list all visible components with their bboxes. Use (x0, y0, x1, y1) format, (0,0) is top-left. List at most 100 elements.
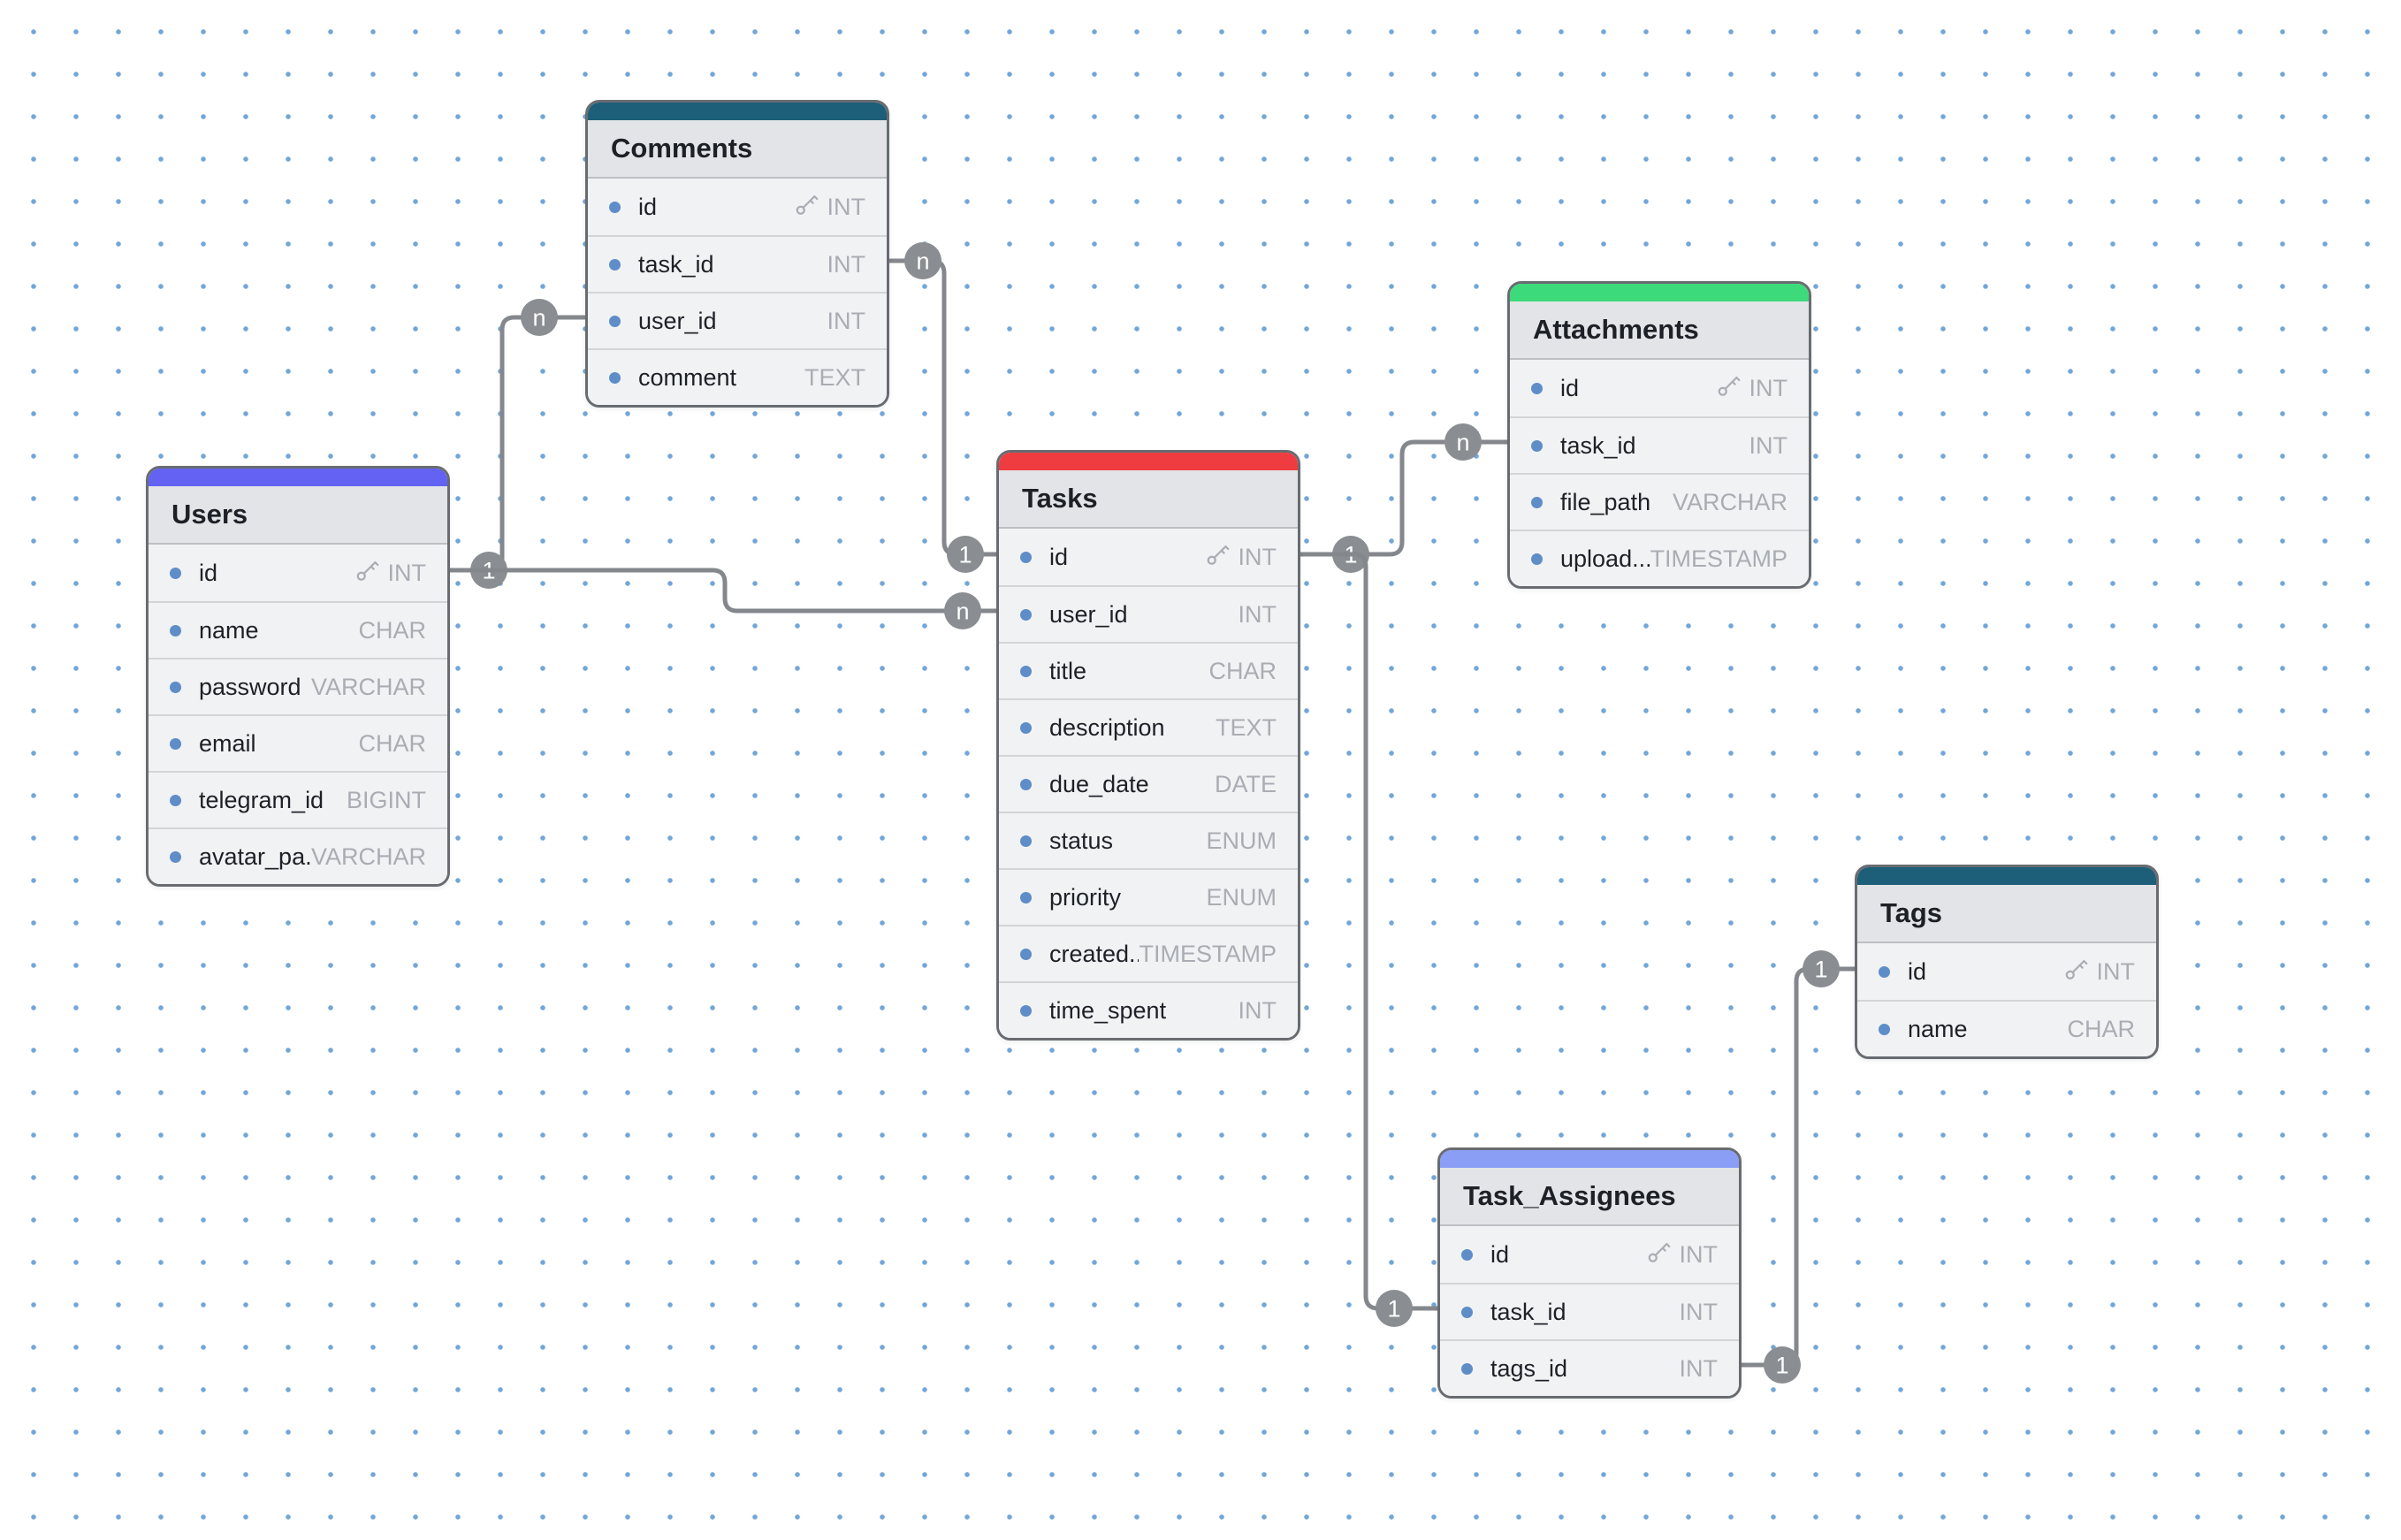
field-row-avatar_pa[interactable]: avatar_pa...VARCHAR (149, 827, 447, 884)
cardinality-label: 1 (1387, 1296, 1400, 1323)
field-row-user_id[interactable]: user_idINT (999, 585, 1298, 642)
cardinality-label: n (916, 248, 929, 275)
field-dot-icon (170, 568, 181, 579)
field-type: CHAR (358, 617, 426, 644)
field-row-tags_id[interactable]: tags_idINT (1440, 1339, 1739, 1396)
table-users[interactable]: UsersidINTnameCHARpasswordVARCHARemailCH… (146, 466, 450, 887)
field-type: INT (1239, 544, 1277, 571)
field-type: INT (1239, 997, 1277, 1025)
field-name: id (199, 560, 354, 587)
field-dot-icon (1020, 722, 1032, 734)
field-name: name (199, 617, 358, 644)
field-dot-icon (1531, 440, 1543, 452)
table-tasks[interactable]: TasksidINTuser_idINTtitleCHARdescription… (996, 450, 1300, 1041)
field-name: tags_id (1490, 1355, 1680, 1383)
field-name: id (1560, 375, 1715, 402)
table-tags[interactable]: TagsidINTnameCHAR (1855, 865, 2159, 1059)
field-row-id[interactable]: idINT (1440, 1226, 1739, 1283)
field-name: task_id (1490, 1299, 1680, 1326)
field-type: INT (2097, 958, 2136, 986)
table-task_assignees[interactable]: Task_AssigneesidINTtask_idINTtags_idINT (1437, 1147, 1742, 1399)
field-type: BIGINT (347, 787, 426, 814)
field-row-id[interactable]: idINT (999, 529, 1298, 585)
primary-key-icon (1204, 544, 1231, 570)
field-name: id (638, 194, 793, 221)
field-type: INT (1239, 601, 1277, 629)
field-dot-icon (170, 682, 181, 693)
field-name: status (1049, 827, 1207, 855)
table-accent-strip (1440, 1150, 1739, 1168)
field-dot-icon (1531, 497, 1543, 508)
field-type: VARCHAR (1673, 489, 1787, 516)
field-dot-icon (170, 851, 181, 863)
primary-key-icon (354, 560, 380, 586)
field-name: name (1908, 1016, 2067, 1043)
field-row-email[interactable]: emailCHAR (149, 714, 447, 771)
field-row-telegram_id[interactable]: telegram_idBIGINT (149, 771, 447, 827)
field-row-id[interactable]: id INT (1510, 360, 1809, 416)
table-attachments[interactable]: AttachmentsidINTtask_idINTfile_pathVARCH… (1507, 281, 1811, 589)
field-type: CHAR (2067, 1016, 2135, 1043)
field-name: created... (1049, 941, 1139, 968)
field-row-id[interactable]: idINT (149, 545, 447, 601)
relationship-line-users_id-comments_user_id[interactable] (450, 317, 585, 570)
field-dot-icon (609, 202, 621, 213)
table-title[interactable]: Tags (1857, 885, 2156, 943)
field-name: upload... (1560, 545, 1650, 573)
field-type: INT (1749, 375, 1788, 402)
field-row-task_id[interactable]: task_idINT (1440, 1283, 1739, 1339)
field-row-name[interactable]: nameCHAR (149, 601, 447, 658)
field-row-id[interactable]: id INT (588, 179, 887, 235)
field-dot-icon (1879, 1024, 1890, 1035)
field-name: password (199, 674, 311, 701)
field-name: email (199, 730, 358, 758)
relationship-line-tags_id-task_assignees_tags_id[interactable] (1742, 969, 1855, 1365)
field-row-title[interactable]: titleCHAR (999, 642, 1298, 698)
field-name: task_id (638, 251, 827, 278)
field-row-upload[interactable]: upload...TIMESTAMP (1510, 530, 1809, 586)
field-row-user_id[interactable]: user_idINT (588, 292, 887, 348)
field-row-time_spent[interactable]: time_spentINT (999, 981, 1298, 1038)
field-row-password[interactable]: passwordVARCHAR (149, 658, 447, 714)
field-type: INT (827, 194, 866, 221)
table-title[interactable]: Comments (588, 120, 887, 179)
field-row-file_path[interactable]: file_pathVARCHAR (1510, 473, 1809, 530)
field-type: CHAR (358, 730, 426, 758)
field-row-task_id[interactable]: task_idINT (1510, 416, 1809, 473)
table-comments[interactable]: CommentsidINTtask_idINTuser_idINTcomment… (585, 100, 889, 408)
field-row-id[interactable]: idINT (1857, 943, 2156, 1000)
field-row-task_id[interactable]: task_idINT (588, 235, 887, 292)
field-type: INT (827, 251, 866, 278)
relationship-line-users_id-tasks_user_id[interactable] (450, 570, 996, 611)
field-dot-icon (1461, 1363, 1473, 1375)
table-title[interactable]: Tasks (999, 470, 1298, 529)
table-title[interactable]: Users (149, 486, 447, 545)
table-title[interactable]: Task_Assignees (1440, 1168, 1739, 1226)
primary-key-icon (2062, 958, 2089, 985)
field-row-created[interactable]: created...TIMESTAMP (999, 925, 1298, 981)
relationship-line-tasks_id-attachments_task_id[interactable] (1300, 442, 1507, 554)
relationship-line-tasks_id-task_assignees_task_id[interactable] (1300, 554, 1437, 1308)
field-type: INT (1749, 432, 1788, 460)
field-name: title (1049, 658, 1208, 685)
field-row-comment[interactable]: commentTEXT (588, 348, 887, 405)
field-row-status[interactable]: statusENUM (999, 812, 1298, 868)
field-row-name[interactable]: nameCHAR (1857, 1000, 2156, 1056)
field-type: TIMESTAMP (1650, 545, 1787, 573)
field-name: avatar_pa... (199, 843, 311, 871)
field-row-due_date[interactable]: due_dateDATE (999, 755, 1298, 812)
field-type: TEXT (804, 364, 865, 392)
field-row-priority[interactable]: priorityENUM (999, 868, 1298, 925)
field-name: priority (1049, 884, 1207, 911)
table-accent-strip (999, 453, 1298, 470)
table-title[interactable]: Attachments (1510, 301, 1809, 360)
primary-key-icon (1715, 375, 1742, 401)
relationship-line-tasks_id-comments_task_id[interactable] (889, 261, 996, 554)
field-name: file_path (1560, 489, 1673, 516)
field-dot-icon (609, 259, 621, 271)
field-type: INT (827, 308, 866, 335)
field-dot-icon (1531, 553, 1543, 565)
field-row-description[interactable]: descriptionTEXT (999, 698, 1298, 755)
field-dot-icon (170, 625, 181, 637)
